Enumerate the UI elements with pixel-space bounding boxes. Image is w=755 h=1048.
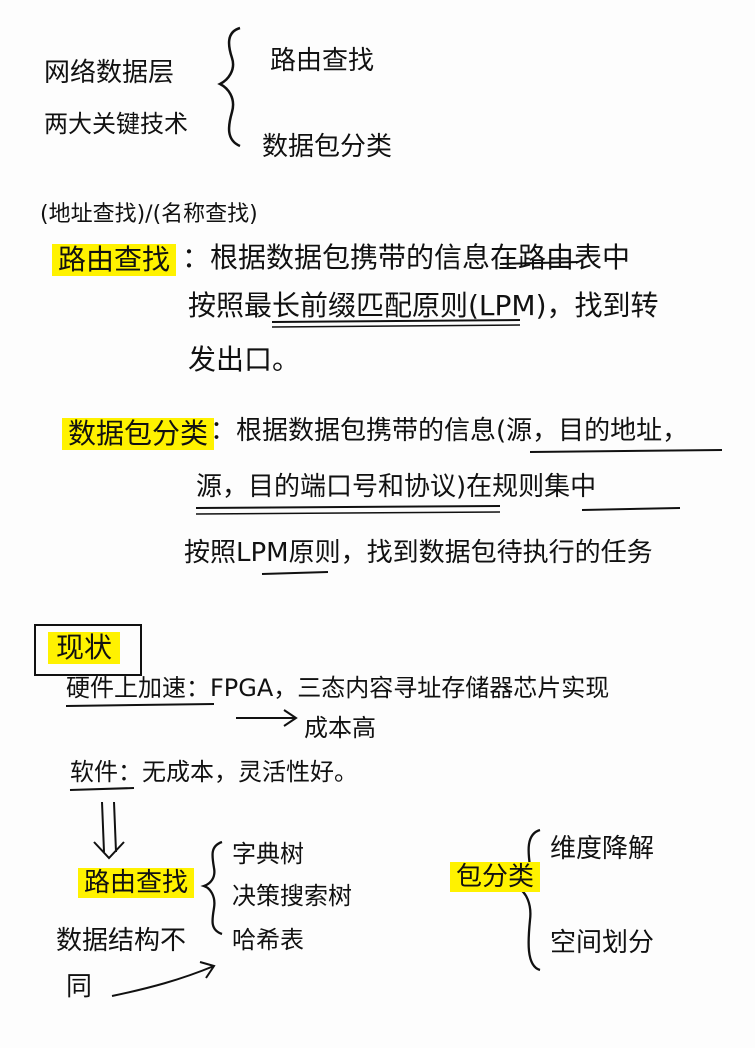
classify-brace [515, 828, 541, 972]
status-hardware: 硬件上加速：FPGA，三态内容寻址存储器芯片实现 [66, 674, 610, 702]
routing-item-decision-tree: 决策搜索树 [232, 882, 352, 910]
intro-line-2: 两大关键技术 [44, 110, 188, 138]
classification-title: 数据包分类 [62, 418, 215, 450]
routing-item-hash: 哈希表 [232, 926, 304, 954]
classification-line-3: 按照LPM原则，找到数据包待执行的任务 [184, 538, 653, 568]
underline-lpm-2 [261, 571, 329, 575]
routing-line-1: ：根据数据包携带的信息在路由表中 [182, 241, 631, 274]
intro-item-routing: 路由查找 [270, 46, 375, 76]
routing-title: 路由查找 [52, 244, 177, 276]
routing-line-3: 发出口。 [188, 343, 301, 376]
cost-arrow [236, 709, 298, 727]
intro-brace [217, 26, 241, 148]
routing-item-trie: 字典树 [232, 840, 304, 868]
down-double-arrow [93, 801, 125, 860]
routing-line-2: 按照最长前缀匹配原则(LPM)，找到转 [188, 289, 659, 322]
classification-line-1: ：根据数据包携带的信息(源，目的地址， [210, 416, 689, 446]
underline-hardware [65, 703, 215, 707]
status-classify-label: 包分类 [450, 862, 541, 892]
ds-arrow [111, 961, 216, 997]
routing-aside: (地址查找)/(名称查找) [40, 202, 258, 227]
underline-source [529, 449, 723, 453]
status-title: 现状 [48, 632, 121, 664]
ds-label-2: 同 [66, 972, 93, 1002]
intro-line-1: 网络数据层 [44, 58, 175, 88]
ds-label-1: 数据结构不 [56, 926, 187, 956]
status-hardware-cost: 成本高 [304, 714, 376, 742]
status-software: 软件：无成本，灵活性好。 [70, 758, 358, 786]
underline-ports-b [195, 511, 501, 515]
status-title-box [34, 624, 142, 676]
underline-ports [195, 505, 501, 509]
underline-rules [581, 507, 681, 511]
classify-item-dimension: 维度降解 [550, 834, 655, 864]
underline-lpm-1b [271, 324, 521, 328]
status-routing-label: 路由查找 [78, 868, 195, 898]
intro-item-classification: 数据包分类 [262, 132, 393, 162]
classification-line-2: 源，目的端口号和协议)在规则集中 [196, 472, 597, 502]
classify-item-space: 空间划分 [550, 928, 655, 958]
routing-brace [200, 840, 223, 936]
underline-software [69, 787, 135, 791]
